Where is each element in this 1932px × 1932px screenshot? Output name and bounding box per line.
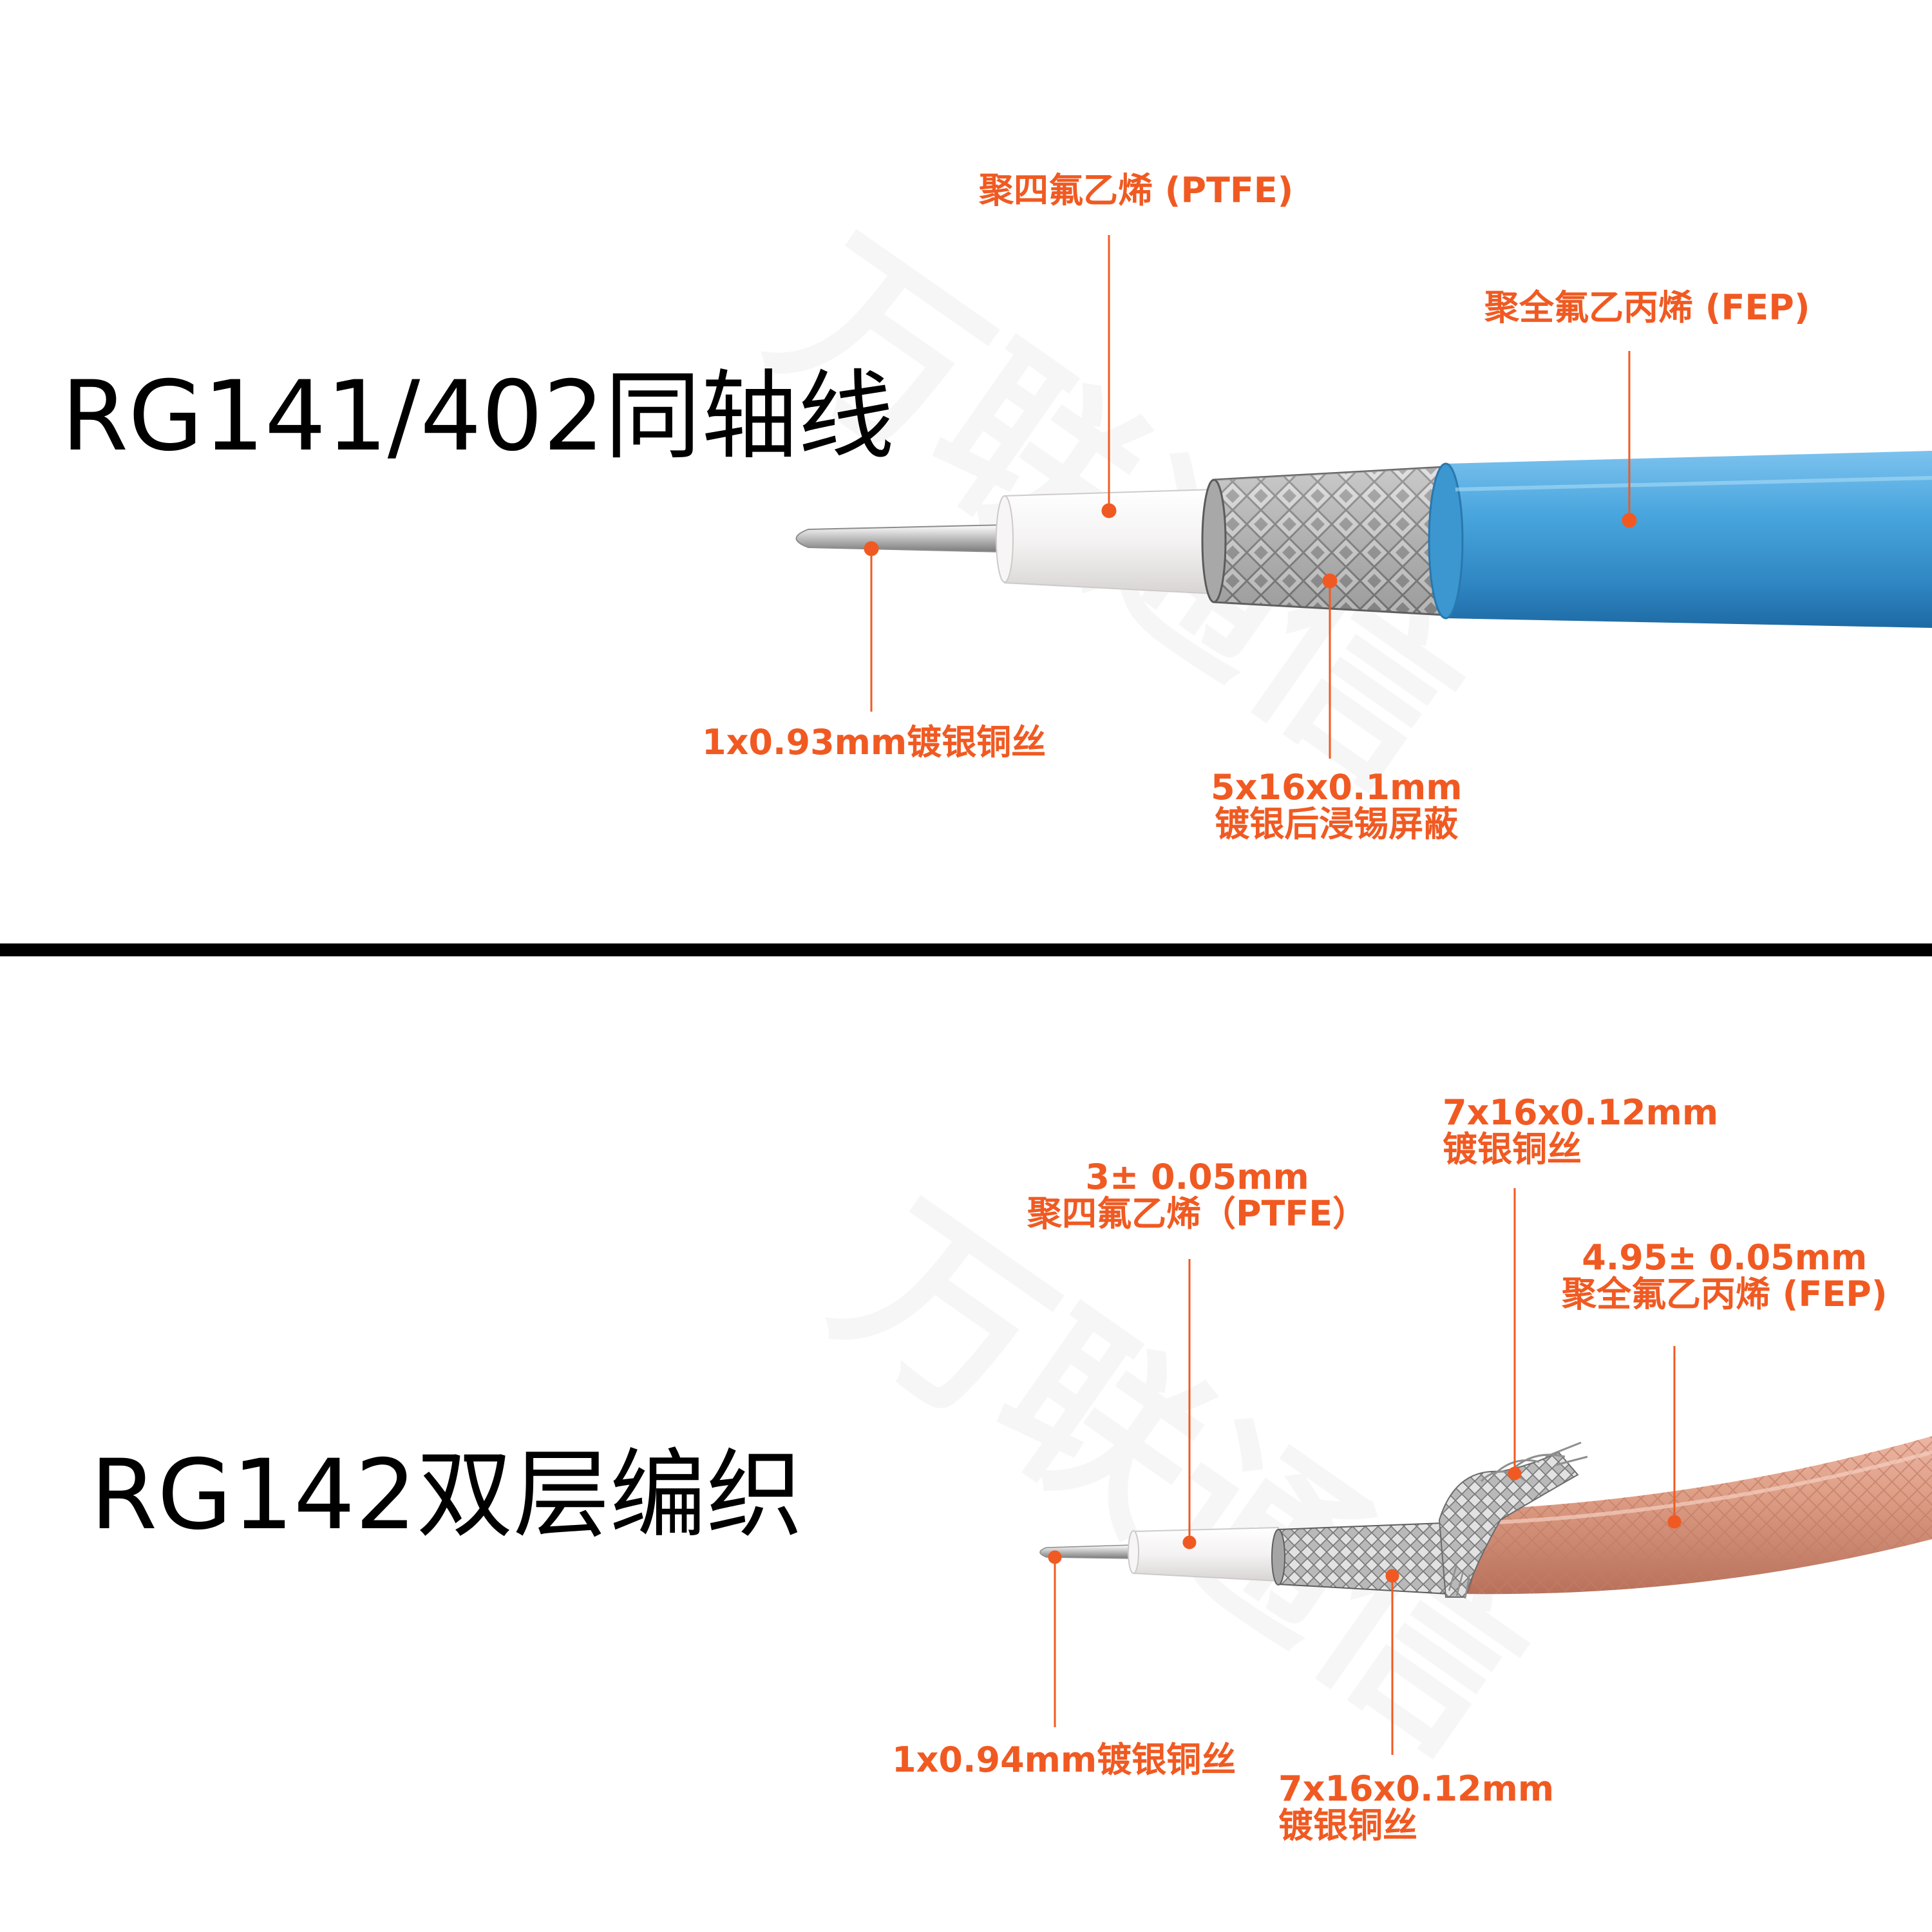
top-leader-lines [864, 235, 1637, 759]
bottom-label-ptfe: 3± 0.05mm 聚四氟乙烯（PTFE） [1027, 1157, 1368, 1234]
bottom-label-outer-braid: 7x16x0.12mm 镀银铜丝 [1443, 1092, 1719, 1170]
top-label-shield: 5x16x0.1mm 镀银后浸锡屏蔽 [1211, 767, 1463, 844]
top-ptfe-dielectric [996, 488, 1215, 595]
bottom-fep-jacket [1455, 1436, 1932, 1595]
bottom-product-title: RG142双层编织 [90, 1439, 803, 1551]
bottom-label-conductor: 1x0.94mm镀银铜丝 [892, 1739, 1236, 1780]
top-label-ptfe: 聚四氟乙烯 (PTFE) [979, 170, 1294, 211]
bottom-inner-braid [1271, 1522, 1450, 1595]
top-label-conductor: 1x0.93mm镀银铜丝 [702, 722, 1046, 762]
top-product-title: RG141/402同轴线 [61, 361, 895, 473]
bottom-ptfe-dielectric [1128, 1526, 1279, 1582]
section-divider [0, 943, 1932, 956]
bottom-label-inner-braid: 7x16x0.12mm 镀银铜丝 [1278, 1768, 1555, 1846]
top-braid-shield [1201, 466, 1447, 616]
bottom-center-conductor [1039, 1544, 1134, 1559]
bottom-leader-lines [1048, 1188, 1681, 1755]
top-center-conductor [795, 524, 1005, 553]
top-label-fep: 聚全氟乙丙烯 (FEP) [1484, 287, 1810, 328]
bottom-label-fep: 4.95± 0.05mm 聚全氟乙丙烯 (FEP) [1562, 1237, 1888, 1314]
top-fep-jacket [1428, 451, 1932, 628]
